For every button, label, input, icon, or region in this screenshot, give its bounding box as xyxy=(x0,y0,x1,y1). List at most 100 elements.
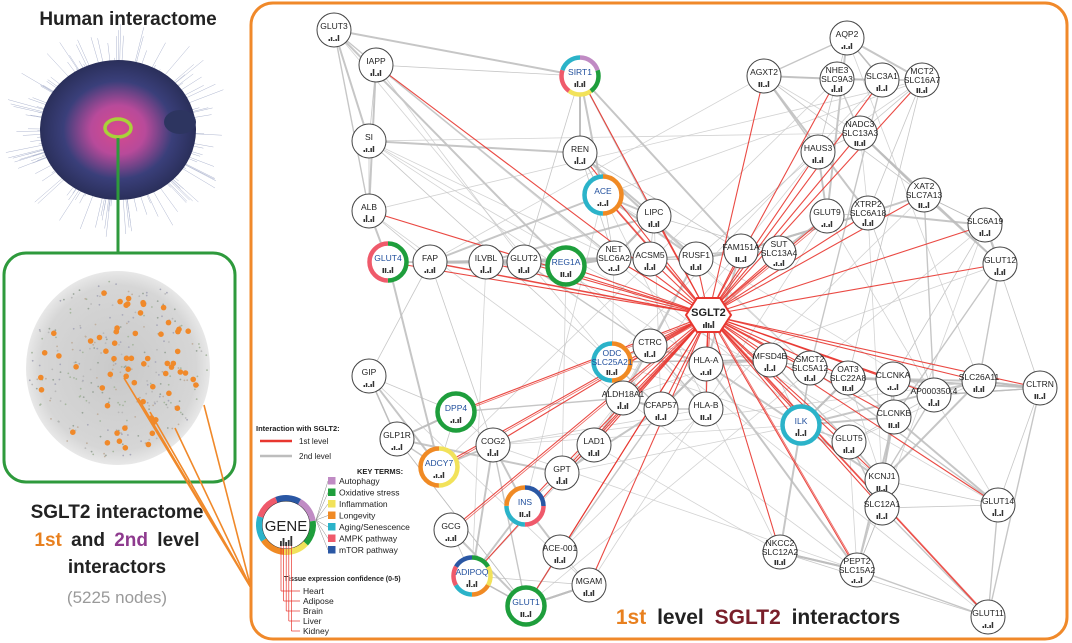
tissue-expression-bars xyxy=(773,260,785,266)
legend-key-term-aging-senescence: Aging/Senescence xyxy=(315,519,410,532)
node-glut3: GLUT3 xyxy=(316,12,352,48)
node-label: SLC9A3 xyxy=(821,74,853,84)
tissue-expression-bars xyxy=(574,157,586,164)
tissue-expression-bars xyxy=(992,509,1004,516)
tissue-expression-bars xyxy=(363,146,375,152)
node-label: FAP xyxy=(422,253,438,263)
node-hla-a: HLA-A xyxy=(688,346,724,382)
main-panel-title: 1st level SGLT2 interactors xyxy=(616,606,900,629)
legend-tissue-brain: Brain xyxy=(303,606,323,616)
node-clcnkb: CLCNKB xyxy=(876,399,912,435)
interactor-dot xyxy=(140,301,147,308)
human-interactome-title: Human interactome xyxy=(39,9,216,30)
interactor-dot xyxy=(144,355,151,362)
node-label: XAT2 xyxy=(914,181,935,191)
node-label: ALDH18A1 xyxy=(602,389,645,399)
legend-gene-label: GENE xyxy=(265,518,308,535)
interactor-dot xyxy=(123,373,129,380)
node-key-term-ring xyxy=(559,55,601,97)
node-label: PEPT2 xyxy=(844,556,871,566)
tissue-expression-bars xyxy=(644,351,656,357)
node-label: AQP2 xyxy=(836,29,859,39)
tissue-expression-bars xyxy=(795,429,807,436)
node-label: HLA-B xyxy=(693,400,718,410)
legend-swatch xyxy=(328,523,336,531)
node-label: ILK xyxy=(795,416,808,426)
tissue-expression-bars xyxy=(1034,393,1046,399)
node-label: GCG xyxy=(441,521,460,531)
tissue-expression-bars xyxy=(876,85,888,91)
tissue-expression-bars xyxy=(466,580,478,587)
node-key-term-ring xyxy=(418,446,460,488)
node-label: SLC13A4 xyxy=(761,248,798,258)
node-label: IAPP xyxy=(366,56,386,66)
tissue-expression-bars xyxy=(391,444,403,450)
legend-tissue-liver: Liver xyxy=(303,616,322,626)
node-slc6a19: SLC6A19 xyxy=(967,207,1004,243)
first-level-word: 1st xyxy=(34,530,62,551)
interactor-dot xyxy=(38,374,44,381)
tissue-expression-bars xyxy=(876,513,888,519)
node-reg1a: REG1A xyxy=(545,245,587,287)
node-kcnj1: KCNJ1 xyxy=(864,462,900,498)
interactor-dot xyxy=(162,370,169,377)
node-label: AGXT2 xyxy=(750,67,778,77)
tissue-expression-bars xyxy=(648,221,660,227)
node-ins: INS xyxy=(504,485,546,527)
tissue-expression-bars xyxy=(606,369,618,375)
tissue-expression-bars xyxy=(831,85,843,92)
tissue-expression-bars xyxy=(700,369,712,375)
interactor-dot xyxy=(87,338,94,344)
tissue-expression-bars xyxy=(487,449,499,456)
interactor-dot xyxy=(124,301,131,307)
node-key-term-ring xyxy=(367,241,409,283)
node-hla-b: HLA-B xyxy=(688,391,724,427)
node-label: INS xyxy=(518,497,533,507)
interactor-dot xyxy=(123,355,130,362)
node-label: FAM151A xyxy=(722,242,760,252)
interactor-dot xyxy=(56,353,62,359)
interactor-dot xyxy=(107,371,114,378)
node-label: SLC6A19 xyxy=(967,216,1004,226)
node-si: SI xyxy=(351,123,387,159)
legend-gene-bars xyxy=(280,536,293,546)
node-glut9: GLUT9 xyxy=(809,198,845,234)
legend-swatch xyxy=(328,534,336,542)
legend-key-term-oxidative-stress: Oxidative stress xyxy=(315,488,399,521)
sglt2-hub: SGLT2 xyxy=(684,297,733,333)
node-key-term-ring xyxy=(545,245,587,287)
node-label: LIPC xyxy=(645,207,664,217)
zoom-connector-orange-lines xyxy=(123,377,252,589)
tissue-expression-bars xyxy=(520,611,532,617)
interactor-dot xyxy=(122,445,129,451)
interactor-dot xyxy=(182,370,189,376)
tissue-expression-bars xyxy=(617,402,629,409)
node-label: ALB xyxy=(361,202,377,212)
human-interactome-network xyxy=(5,23,224,237)
interactor-dot xyxy=(116,438,123,445)
human-interactome-lobe xyxy=(164,110,196,134)
tissue-expression-bars xyxy=(328,35,340,41)
node-label: SLC7A13 xyxy=(906,190,943,200)
interactor-dot xyxy=(113,328,120,335)
human-interactome-core xyxy=(40,60,196,200)
left-panel: Human interactome SGLT2 interactome 1st … xyxy=(2,9,252,607)
node-label: KCNJ1 xyxy=(869,471,896,481)
main-title-rest: interactors xyxy=(792,606,901,629)
node-key-term-ring xyxy=(559,55,601,97)
tissue-expression-bars xyxy=(556,477,568,484)
node-sirt1: SIRT1 xyxy=(559,55,601,97)
tissue-expression-bars xyxy=(655,414,667,420)
node-key-term-ring xyxy=(582,174,624,216)
legend-key-term-mtor-pathway: mTOR pathway xyxy=(315,519,399,555)
interactor-dot xyxy=(145,441,152,448)
and-word: and xyxy=(71,530,105,551)
node-aldh18a1: ALDH18A1 xyxy=(602,380,645,416)
legend-key-terms-title: KEY TERMS: xyxy=(357,467,403,476)
node-label: GLUT12 xyxy=(984,255,1016,265)
node-label: ADIPOQ xyxy=(455,567,488,577)
node-label: REN xyxy=(571,144,589,154)
